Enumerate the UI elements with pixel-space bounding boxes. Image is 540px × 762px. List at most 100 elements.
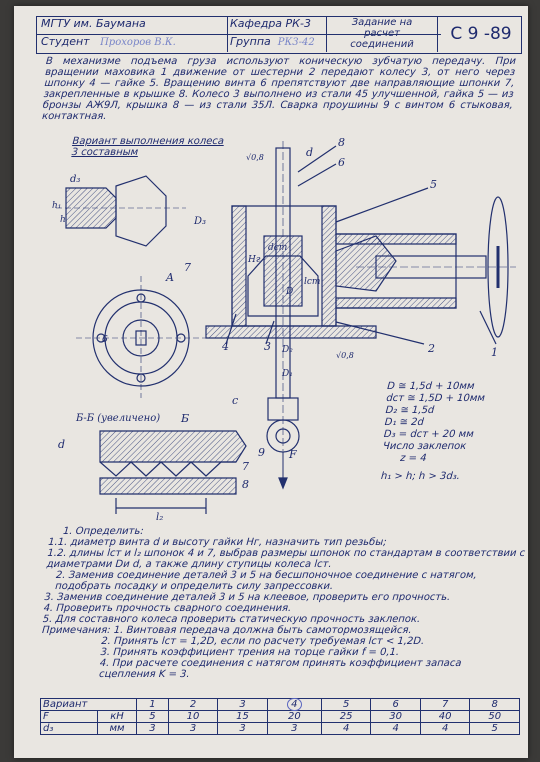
section-bb-teeth <box>99 461 236 477</box>
label-n6: 6 <box>338 156 345 169</box>
table-row: F кН 5 10 15 20 25 30 40 50 <box>40 710 520 723</box>
label-d3: d₃ <box>70 174 80 185</box>
group-label: Группа <box>230 35 271 48</box>
label-l2: l₂ <box>156 512 163 523</box>
department-name: Кафедра РК-3 <box>230 17 311 30</box>
force-arrow <box>278 477 288 490</box>
label-tol-bottom: √0,8 <box>336 351 354 360</box>
rivet-detail-shape <box>65 187 117 229</box>
tasks-block: 1. Определить: 1.1. диаметр винта d и вы… <box>39 526 530 680</box>
intro-paragraph: В механизме подъема груза используют кон… <box>41 56 517 122</box>
label-n4: 4 <box>221 340 229 353</box>
label-c: с <box>232 394 238 407</box>
student-label: Студент <box>41 35 90 48</box>
input-shaft <box>375 255 487 279</box>
force-cell: 30 <box>370 710 421 723</box>
variants-table: Вариант 1 2 3 4 5 6 7 8 F кН 5 10 15 20 … <box>40 698 520 735</box>
label-n9: 9 <box>258 446 265 459</box>
group-cell: Группа РК3-42 <box>227 35 327 52</box>
university-cell: МГТУ им. Баумана <box>37 17 228 34</box>
label-A: A <box>165 271 174 284</box>
pinion <box>335 235 397 292</box>
formula-h: h₁ > h; h > 3d₃. <box>380 471 461 482</box>
formula-D3: D₃ = dст + 20 мм <box>383 429 475 440</box>
task-3: 3. Заменив соединение деталей 3 и 5 на к… <box>44 592 451 603</box>
label-tol-top: √0,8 <box>246 153 264 162</box>
label-lcm: lст <box>304 277 320 287</box>
label-n2: 2 <box>427 342 435 355</box>
variant-header: Вариант <box>40 698 137 711</box>
force-unit: кН <box>97 710 137 723</box>
diameter-unit: мм <box>97 722 137 735</box>
label-n6-top: 6 <box>102 335 108 345</box>
label-section: Б-Б (увеличено) <box>75 413 160 424</box>
note-1: Примечания: 1. Винтовая передача должна … <box>41 625 412 636</box>
base-plate <box>205 325 377 339</box>
task-1-1: 1.1. диаметр винта d и высоту гайки Hг, … <box>47 537 387 548</box>
force-cell: 40 <box>419 710 471 723</box>
diameter-cell: 3 <box>217 722 268 735</box>
label-n8-section: 8 <box>242 478 249 491</box>
label-D: D <box>285 287 293 297</box>
section-bb-base <box>99 477 237 495</box>
variant-cell: 1 <box>136 698 169 711</box>
label-n5: 5 <box>430 178 437 191</box>
assignment-code: С 9 -89 <box>450 24 512 44</box>
label-D3: D₃ <box>193 216 206 227</box>
label-n7: 7 <box>184 261 191 274</box>
force-cell: 5 <box>136 710 169 723</box>
variant-cell: 2 <box>167 698 219 711</box>
label-d-section: d <box>58 438 65 451</box>
title-line-1: Задание на <box>351 17 413 28</box>
diameter-cell: 5 <box>469 722 520 735</box>
variant-cell: 3 <box>217 698 268 711</box>
force-cell: 15 <box>217 710 268 723</box>
diameter-cell: 4 <box>370 722 421 735</box>
circled-variant: 4 <box>287 698 302 711</box>
section-bb-top <box>99 430 247 463</box>
mechanism-drawing: A Б Б-Б (увеличено) F d d d₃ D₃ D D₁ D₂ … <box>52 136 516 523</box>
task-4: 4. Проверить прочность сварного соединен… <box>43 603 292 614</box>
variant-cell: 8 <box>469 698 520 711</box>
title-line-3: соединений <box>350 39 414 50</box>
label-n1: 1 <box>491 346 498 359</box>
force-cell: 25 <box>320 710 372 723</box>
table-row: Вариант 1 2 3 4 5 6 7 8 <box>40 698 520 711</box>
formula-D2: D₂ ≅ 1,5d <box>385 405 435 416</box>
variant-cell: 5 <box>320 698 372 711</box>
bevel-wheel <box>247 255 319 317</box>
formula-D1: D₁ ≅ 2d <box>384 417 425 428</box>
gear-rim-detail <box>115 175 167 247</box>
diameter-cell: 4 <box>320 722 372 735</box>
diameter-cell: 4 <box>419 722 471 735</box>
group-value: РК3-42 <box>277 37 315 48</box>
formulas-block: D ≅ 1,5d + 10мм dст ≅ 1,5D + 10мм D₂ ≅ 1… <box>380 381 527 483</box>
label-h: h <box>60 215 66 225</box>
variant-cell: 7 <box>419 698 471 711</box>
handwheel <box>487 196 509 338</box>
label-D2: D₂ <box>281 345 293 355</box>
linework <box>56 141 516 514</box>
task-1-2: 1.2. длины lст и l₂ шпонок 4 и 7, выбрав… <box>46 548 526 570</box>
formula-D: D ≅ 1,5d + 10мм <box>386 381 475 392</box>
force-cell: 20 <box>266 710 322 723</box>
label-D1: D₁ <box>281 369 293 379</box>
variant-cell: 4 <box>266 698 322 711</box>
label-h1: h₁ <box>52 201 61 211</box>
label-H: Hг <box>247 255 261 265</box>
task-2: 2. Заменив соединение деталей 3 и 5 на б… <box>54 570 478 592</box>
label-dcm: dст <box>268 243 287 253</box>
title-block: МГТУ им. Баумана Кафедра РК-3 Студент Пр… <box>36 16 522 54</box>
student-cell: Студент Прохоров В.К. <box>37 35 228 52</box>
student-name: Прохоров В.К. <box>100 37 176 48</box>
diameter-cell: 3 <box>136 722 169 735</box>
note-2: 2. Принять lст = 1,2D, если по расчету т… <box>100 636 425 647</box>
variant-cell: 6 <box>370 698 421 711</box>
force-label: F <box>40 710 98 723</box>
diameter-cell: 3 <box>167 722 219 735</box>
code-cell: С 9 -89 <box>441 17 521 52</box>
force-cell: 10 <box>167 710 219 723</box>
diameter-label: d₃ <box>40 722 98 735</box>
diameter-cell: 3 <box>266 722 322 735</box>
formula-dcm: dст ≅ 1,5D + 10мм <box>385 393 486 404</box>
